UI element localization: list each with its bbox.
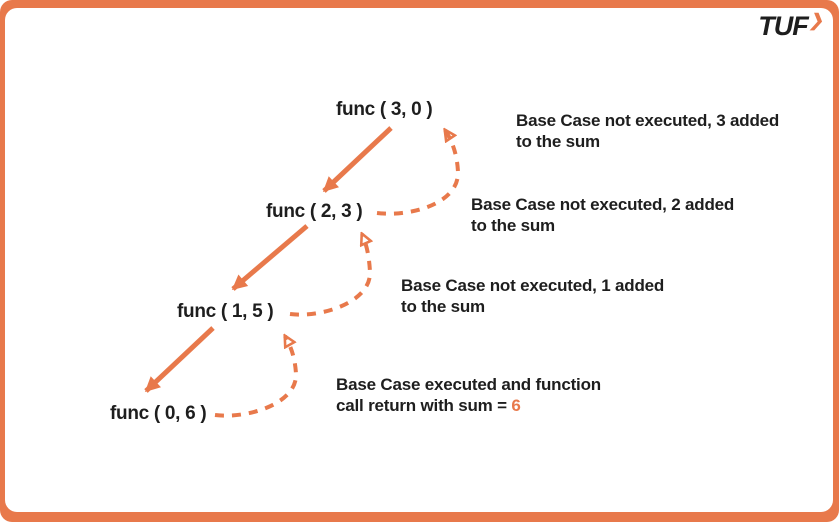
call-arrow-func23-to-func15 — [231, 224, 309, 291]
annotation-line-2: to the sum — [516, 132, 600, 151]
return-arrow-func23-to-func30 — [376, 130, 461, 216]
logo-chevron-icon: ❯ — [808, 11, 823, 30]
call-label-func-2-3: func ( 2, 3 ) — [266, 201, 363, 222]
annotation-line-1: Base Case not executed, 1 added — [401, 276, 665, 295]
sum-result-value: 6 — [511, 396, 521, 415]
tuf-logo-text: TUF — [758, 11, 808, 41]
annotation-line-2: call return with sum = 6 — [336, 395, 601, 416]
call-label-func-1-5: func ( 1, 5 ) — [177, 301, 274, 322]
annotation-line-2: to the sum — [471, 216, 555, 235]
call-arrow-func30-to-func23 — [322, 126, 393, 193]
return-arrow-func06-to-func15 — [214, 336, 299, 418]
annotation-line-1: Base Case not executed, 3 added — [516, 111, 780, 130]
annotation-base-case-2: Base Case not executed, 2 added to the s… — [471, 194, 734, 236]
diagram-card — [5, 8, 833, 512]
annotation-line-2-prefix: call return with sum = — [336, 396, 512, 415]
tuf-logo: TUF❯ — [758, 12, 823, 40]
call-label-func-0-6: func ( 0, 6 ) — [110, 403, 207, 424]
call-label-func-3-0: func ( 3, 0 ) — [336, 99, 433, 120]
call-arrow-func15-to-func06 — [144, 326, 215, 393]
annotation-base-case-3: Base Case not executed, 3 added to the s… — [516, 110, 779, 152]
return-arrow-func15-to-func23 — [289, 234, 370, 317]
annotation-base-case-executed: Base Case executed and function call ret… — [336, 374, 601, 416]
annotation-line-1: Base Case executed and function — [336, 375, 601, 394]
annotation-line-2: to the sum — [401, 297, 485, 316]
annotation-base-case-1: Base Case not executed, 1 added to the s… — [401, 275, 664, 317]
annotation-line-1: Base Case not executed, 2 added — [471, 195, 735, 214]
